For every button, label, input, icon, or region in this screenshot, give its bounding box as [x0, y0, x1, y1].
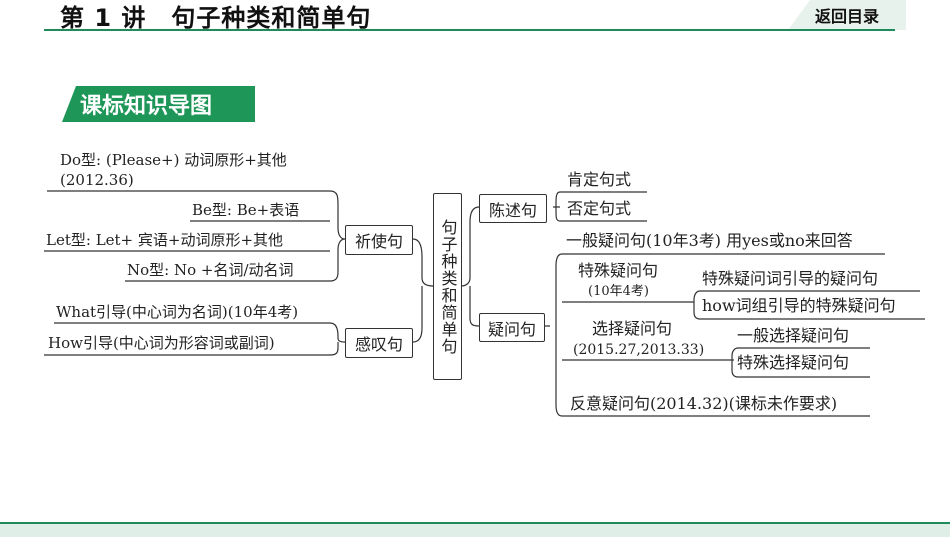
right-main-bracket [460, 206, 480, 327]
imperative-bracket [329, 190, 346, 282]
special-how-question: how词组引导的特殊疑问句 [702, 296, 896, 315]
exclamatory-box: 感叹句 [345, 328, 413, 358]
tag-question: 反意疑问句(2014.32)(课标未作要求) [570, 394, 838, 413]
imperative-box: 祈使句 [345, 225, 413, 255]
center-topic-box: 句子种类和简单句 [433, 193, 462, 380]
choice-question-line2: (2015.27,2013.33) [573, 342, 705, 358]
choice-general-question: 一般选择疑问句 [737, 326, 850, 345]
how-exclamation: How引导(中心词为形容词或副词) [48, 334, 275, 352]
special-question-line2: (10年4考) [588, 284, 649, 299]
special-sub-bracket [690, 290, 701, 320]
choice-question-line1: 选择疑问句 [592, 319, 673, 338]
declarative-bracket [553, 191, 561, 222]
general-question: 一般疑问句(10年3考) 用yes或no来回答 [566, 231, 853, 250]
special-question-line1: 特殊疑问句 [578, 261, 659, 280]
choice-sub-bracket [730, 347, 739, 378]
declarative-box: 陈述句 [479, 194, 547, 223]
bottom-bar [0, 522, 950, 537]
left-main-bracket [412, 238, 434, 343]
section-tag: 课标知识导图 [62, 86, 255, 122]
top-bar: 第 1 讲 句子种类和简单句 返回目录 [0, 0, 950, 32]
interrogative-bracket [543, 253, 563, 417]
be-type: Be型: Be+表语 [192, 201, 300, 219]
negative-form: 否定句式 [567, 199, 632, 218]
section-tag-label: 课标知识导图 [80, 94, 213, 119]
no-type: No型: No +名词/动名词 [127, 261, 294, 279]
interrogative-box: 疑问句 [479, 313, 545, 342]
do-type-line2: (2012.36) [60, 171, 134, 189]
special-wh-question: 特殊疑问词引导的疑问句 [702, 269, 879, 288]
page-title: 第 1 讲 句子种类和简单句 [60, 4, 372, 32]
what-exclamation: What引导(中心词为名词)(10年4考) [56, 303, 299, 321]
header-divider [44, 29, 895, 31]
let-type: Let型: Let+ 宾语+动词原形+其他 [46, 231, 284, 249]
choice-special-question: 特殊选择疑问句 [737, 353, 850, 372]
back-to-contents-button[interactable]: 返回目录 [788, 0, 906, 30]
affirmative-form: 肯定句式 [567, 170, 632, 189]
do-type-line1: Do型: (Please+) 动词原形+其他 [60, 151, 287, 169]
exclamatory-bracket [329, 322, 346, 356]
